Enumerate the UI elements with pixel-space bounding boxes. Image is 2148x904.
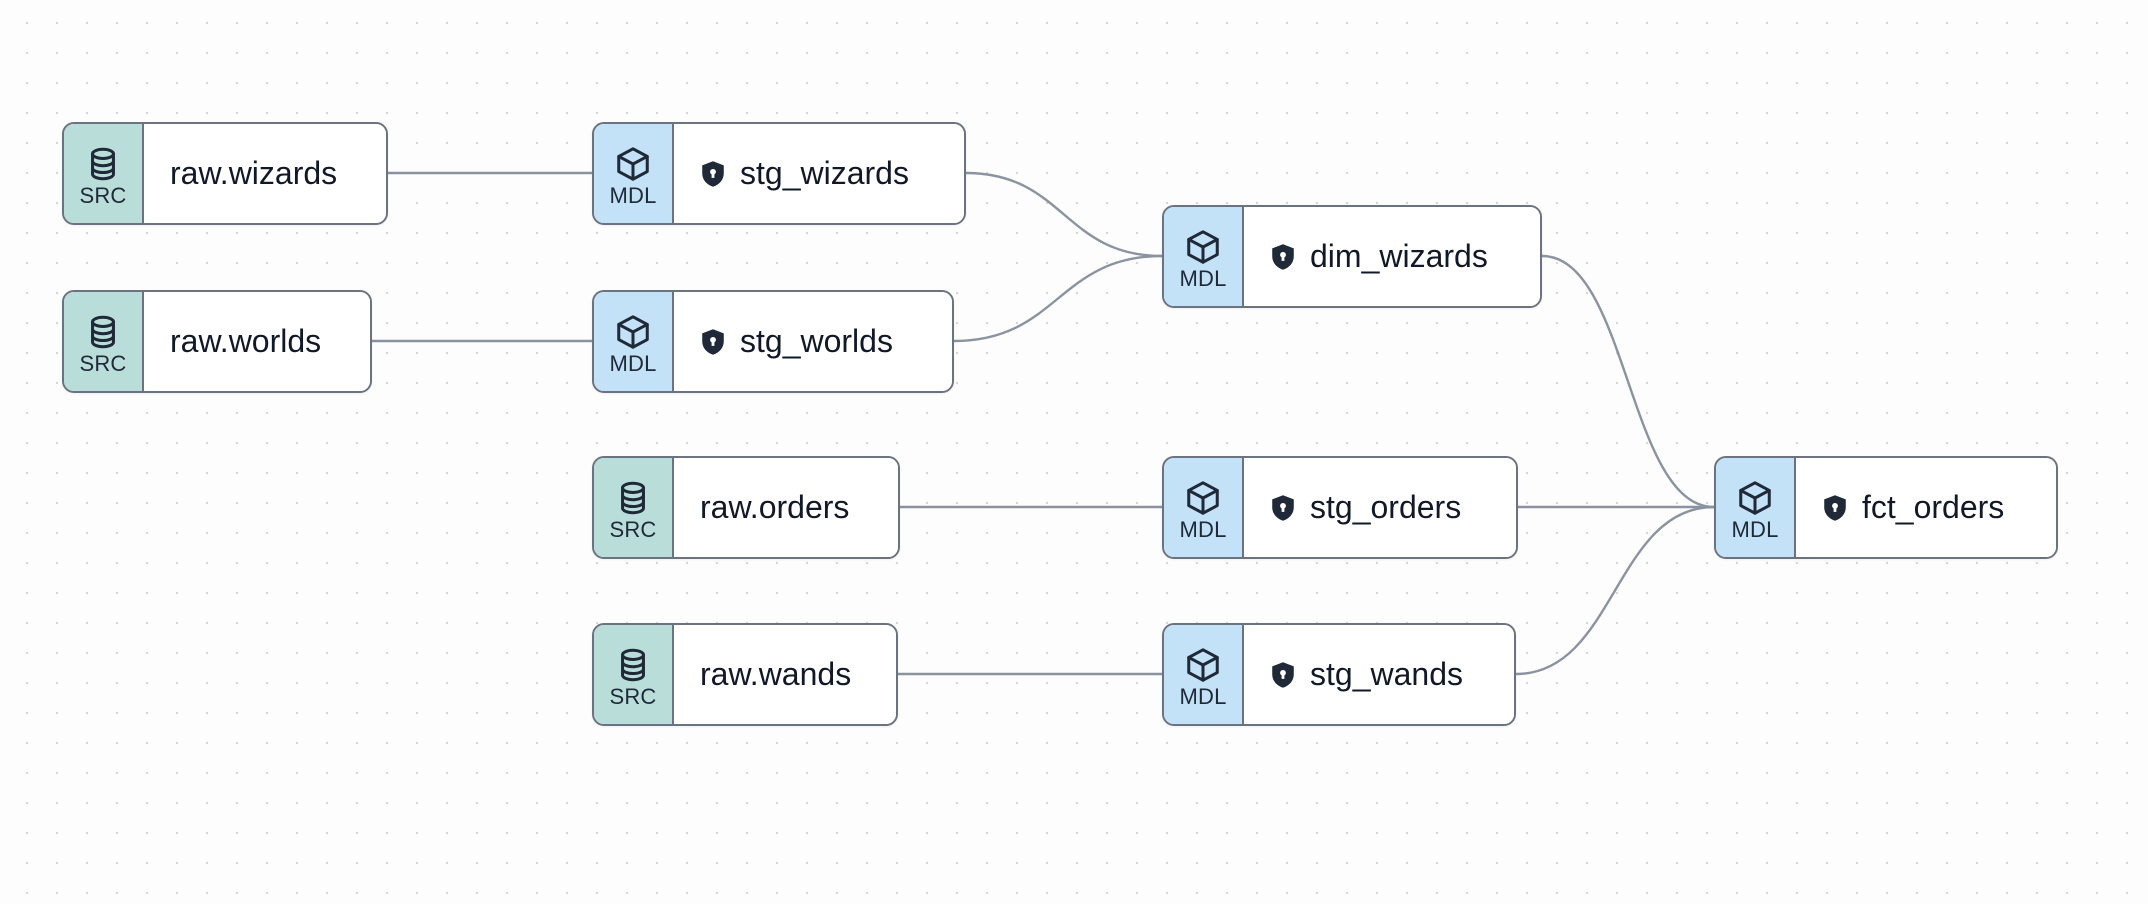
node-type-badge-stg_wands: MDL <box>1164 625 1244 724</box>
node-type-label: SRC <box>79 350 127 376</box>
node-body-raw_wizards[interactable]: raw.wizards <box>144 124 386 223</box>
node-type-label: MDL <box>1179 516 1227 542</box>
cube-icon <box>1184 228 1222 266</box>
lineage-node-raw_worlds[interactable]: SRC raw.worlds <box>62 290 372 393</box>
lineage-node-raw_wizards[interactable]: SRC raw.wizards <box>62 122 388 225</box>
node-label-fct_orders: fct_orders <box>1862 489 2005 525</box>
cube-icon <box>614 313 652 351</box>
lineage-node-fct_orders[interactable]: MDL fct_orders <box>1714 456 2058 559</box>
node-type-label: MDL <box>609 182 657 208</box>
node-type-badge-stg_wizards: MDL <box>594 124 674 223</box>
node-label-raw_orders: raw.orders <box>700 489 850 525</box>
node-body-dim_wizards[interactable]: dim_wizards <box>1244 207 1540 306</box>
node-type-label: SRC <box>609 683 657 709</box>
node-body-stg_wizards[interactable]: stg_wizards <box>674 124 964 223</box>
node-body-raw_orders[interactable]: raw.orders <box>674 458 898 557</box>
shield-lock-icon <box>1270 243 1296 271</box>
node-type-badge-raw_orders: SRC <box>594 458 674 557</box>
database-icon <box>84 145 122 183</box>
node-type-label: MDL <box>1179 683 1227 709</box>
lineage-node-raw_orders[interactable]: SRC raw.orders <box>592 456 900 559</box>
database-icon <box>614 479 652 517</box>
cube-icon <box>1184 479 1222 517</box>
node-body-stg_orders[interactable]: stg_orders <box>1244 458 1516 557</box>
node-label-stg_wizards: stg_wizards <box>740 155 909 191</box>
cube-icon <box>1736 479 1774 517</box>
node-type-badge-dim_wizards: MDL <box>1164 207 1244 306</box>
node-type-label: MDL <box>609 350 657 376</box>
cube-icon <box>614 145 652 183</box>
shield-lock-icon <box>1270 494 1296 522</box>
node-label-raw_worlds: raw.worlds <box>170 323 322 359</box>
database-icon <box>614 646 652 684</box>
lineage-edge-dim_wizards-to-fct_orders <box>1540 254 1716 509</box>
lineage-node-dim_wizards[interactable]: MDL dim_wizards <box>1162 205 1542 308</box>
lineage-node-stg_wands[interactable]: MDL stg_wands <box>1162 623 1516 726</box>
node-type-label: SRC <box>79 182 127 208</box>
node-label-stg_orders: stg_orders <box>1310 489 1462 525</box>
node-label-raw_wizards: raw.wizards <box>170 155 338 191</box>
node-body-stg_worlds[interactable]: stg_worlds <box>674 292 952 391</box>
node-body-raw_wands[interactable]: raw.wands <box>674 625 896 724</box>
lineage-edge-stg_wands-to-fct_orders <box>1514 505 1716 676</box>
lineage-edge-stg_worlds-to-dim_wizards <box>952 254 1164 343</box>
node-body-fct_orders[interactable]: fct_orders <box>1796 458 2056 557</box>
node-type-badge-raw_wands: SRC <box>594 625 674 724</box>
node-type-badge-fct_orders: MDL <box>1716 458 1796 557</box>
shield-lock-icon <box>700 160 726 188</box>
node-label-stg_wands: stg_wands <box>1310 656 1463 692</box>
node-type-badge-stg_worlds: MDL <box>594 292 674 391</box>
shield-lock-icon <box>700 328 726 356</box>
node-body-raw_worlds[interactable]: raw.worlds <box>144 292 370 391</box>
node-type-badge-stg_orders: MDL <box>1164 458 1244 557</box>
node-type-badge-raw_wizards: SRC <box>64 124 144 223</box>
lineage-node-raw_wands[interactable]: SRC raw.wands <box>592 623 898 726</box>
shield-lock-icon <box>1270 661 1296 689</box>
lineage-node-stg_worlds[interactable]: MDL stg_worlds <box>592 290 954 393</box>
node-label-stg_worlds: stg_worlds <box>740 323 893 359</box>
lineage-edge-stg_wizards-to-dim_wizards <box>964 171 1164 258</box>
database-icon <box>84 313 122 351</box>
shield-lock-icon <box>1822 494 1848 522</box>
node-label-dim_wizards: dim_wizards <box>1310 238 1488 274</box>
node-type-label: MDL <box>1731 516 1779 542</box>
node-label-raw_wands: raw.wands <box>700 656 852 692</box>
node-type-badge-raw_worlds: SRC <box>64 292 144 391</box>
lineage-node-stg_orders[interactable]: MDL stg_orders <box>1162 456 1518 559</box>
node-type-label: MDL <box>1179 265 1227 291</box>
node-type-label: SRC <box>609 516 657 542</box>
node-body-stg_wands[interactable]: stg_wands <box>1244 625 1514 724</box>
cube-icon <box>1184 646 1222 684</box>
lineage-node-stg_wizards[interactable]: MDL stg_wizards <box>592 122 966 225</box>
